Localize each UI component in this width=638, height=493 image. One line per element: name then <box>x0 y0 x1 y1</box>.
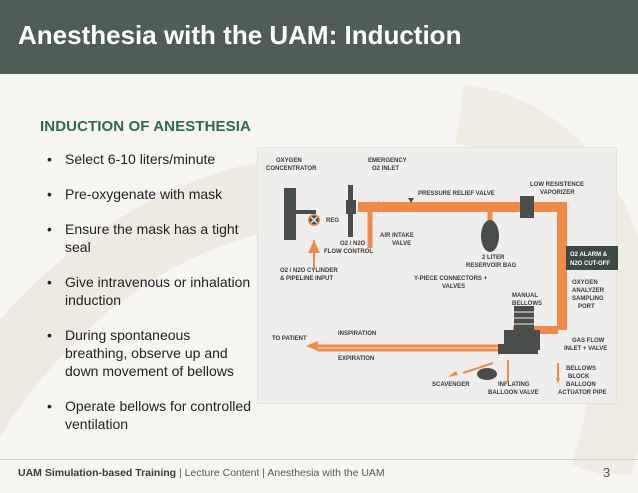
bullet-dot: • <box>47 151 52 167</box>
label-pressure-relief: PRESSURE RELIEF VALVE <box>418 191 495 197</box>
label-inlet-valve: INLET + VALVE <box>564 346 607 352</box>
label-y-piece: Y-PIECE CONNECTORS + <box>414 276 488 282</box>
footer-text: | Lecture Content | Anesthesia with the … <box>176 467 385 479</box>
footer: UAM Simulation-based Training | Lecture … <box>18 467 385 479</box>
bullet-item: •During spontaneous breathing, observe u… <box>47 327 234 379</box>
label-analyzer-3: SAMPLING <box>572 296 604 302</box>
bullet-dot: • <box>47 327 52 343</box>
label-alarm: O2 ALARM & <box>570 252 608 258</box>
label-actuator-pipe: ACTUATOR PIPE <box>558 390 606 396</box>
label-oxygen-concentrator: OXYGEN <box>276 158 302 164</box>
bullet-item: •Ensure the mask has a tight seal <box>47 221 239 255</box>
bullet-item: •Select 6-10 liters/minute <box>47 151 216 167</box>
bullet-dot: • <box>47 274 52 290</box>
footer-brand: UAM Simulation-based Training <box>18 467 177 479</box>
label-balloon: BALLOON <box>566 382 596 388</box>
label-reg: REG <box>326 218 339 224</box>
label-vaporizer: VAPORIZER <box>540 190 575 196</box>
label-low-resistance: LOW RESISTENCE <box>530 182 584 188</box>
bullet-item: •Give intravenous or inhalation inductio… <box>47 274 251 308</box>
label-cylinder: O2 / N2O CYLINDER <box>280 268 338 274</box>
label-manual: MANUAL <box>512 293 538 299</box>
label-block: BLOCK <box>568 374 590 380</box>
label-inflating: INFLATING <box>498 382 530 388</box>
regulator-icon <box>310 216 318 224</box>
label-valve: VALVE <box>392 241 411 247</box>
label-n2o-cutoff: N2O CUT-OFF <box>570 261 610 267</box>
label-analyzer-2: ANALYZER <box>572 288 605 294</box>
bullet-item: •Pre-oxygenate with mask <box>47 186 223 202</box>
label-reservoir-bag: RESERVOIR BAG <box>466 263 517 269</box>
label-y-piece-valves: VALVES <box>442 284 465 290</box>
label-reservoir: 2 LITER <box>482 255 505 261</box>
alarm-box <box>566 246 618 270</box>
section-heading: INDUCTION OF ANESTHESIA <box>40 118 251 135</box>
label-to-patient: TO PATIENT <box>272 336 307 342</box>
label-o2-inlet: O2 INLET <box>372 166 399 172</box>
label-balloon-valve: BALLOON VALVE <box>488 390 538 396</box>
label-gas-flow: GAS FLOW <box>572 338 605 344</box>
label-air-intake: AIR INTAKE <box>380 233 414 239</box>
page-number: 3 <box>603 465 611 480</box>
label-analyzer-4: PORT <box>578 304 595 310</box>
anesthesia-machine-diagram: OXYGEN CONCENTRATOR EMERGENCY O2 INLET P… <box>257 147 618 404</box>
label-analyzer-1: OXYGEN <box>572 280 598 286</box>
bullet-item: •Operate bellows for controlled ventilat… <box>47 398 251 432</box>
bullet-dot: • <box>47 221 52 237</box>
bellows-icon <box>514 311 534 325</box>
label-scavenger: SCAVENGER <box>432 382 470 388</box>
bullet-list: •Select 6-10 liters/minute •Pre-oxygenat… <box>47 150 252 450</box>
label-oxygen-concentrator-2: CONCENTRATOR <box>266 166 317 172</box>
label-emergency: EMERGENCY <box>368 158 407 164</box>
label-pipeline: & PIPELINE INPUT <box>280 276 333 282</box>
label-flow-control: O2 / N2O <box>340 241 366 247</box>
label-bellows: BELLOWS <box>512 301 542 307</box>
bullet-dot: • <box>47 398 52 414</box>
label-inspiration: INSPIRATION <box>338 331 376 337</box>
footer-divider <box>0 459 638 460</box>
pressure-relief-icon <box>408 198 414 203</box>
label-flow-control-2: FLOW CONTROL <box>324 249 373 255</box>
title-bar: Anesthesia with the UAM: Induction <box>0 0 638 74</box>
bullet-dot: • <box>47 186 52 202</box>
slide-title: Anesthesia with the UAM: Induction <box>18 20 462 50</box>
flow-pipes <box>318 202 567 382</box>
label-expiration: EXPIRATION <box>338 356 374 362</box>
label-bellows-block: BELLOWS <box>566 366 596 372</box>
